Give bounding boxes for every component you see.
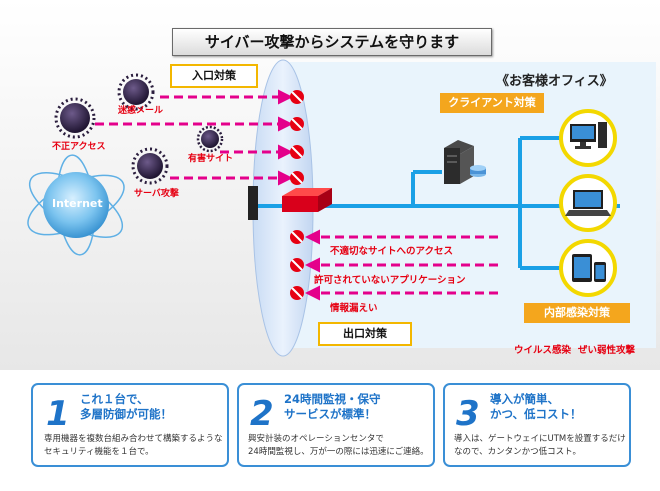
feature-card-3 (443, 383, 631, 467)
inbound-arrows (95, 89, 293, 186)
block-icon (290, 117, 304, 131)
card-2-number: 2 (250, 394, 274, 434)
card-1-heading: これ１台で、 多層防御が可能！ (80, 392, 172, 422)
server-icon (444, 140, 486, 184)
outbound-leak-label: 情報漏えい (330, 303, 378, 314)
card-2-body-line1: 興安計装のオペレーションセンタで (248, 434, 384, 444)
card-2-heading-line2: サービスが標準！ (284, 407, 376, 421)
feature-card-1 (31, 383, 229, 467)
office-label: 《お客様オフィス》 (496, 74, 613, 89)
gateway-device (248, 186, 258, 220)
feature-card-2 (237, 383, 435, 467)
card-2-heading: 24時間監視・保守 サービスが標準！ (284, 392, 381, 422)
block-icon (290, 90, 304, 104)
threat-harmful-site-label: 有害サイト (188, 154, 234, 164)
card-3-heading-line1: 導入が簡単、 (490, 392, 559, 406)
client-countermeasure-label: クライアント対策 (440, 93, 544, 113)
laptop-icon (565, 190, 611, 216)
virus-icon (131, 147, 169, 185)
block-icon (290, 258, 304, 272)
desktop-pc-icon (570, 122, 607, 149)
card-3-body-line1: 導入は、ゲートウェイにUTMを設置するだけ (454, 434, 626, 444)
card-3-body: 導入は、ゲートウェイにUTMを設置するだけ なので、カンタンかつ低コスト。 (454, 433, 626, 459)
card-1-number: 1 (46, 394, 70, 434)
virus-icon (196, 125, 224, 153)
outbound-bad-site-label: 不適切なサイトへのアクセス (330, 246, 454, 257)
outbound-arrows (305, 229, 498, 301)
outbound-app-label: 許可されていないアプリケーション (314, 275, 466, 286)
internet-label: Internet (52, 197, 103, 210)
card-1-heading-line1: これ１台で、 (80, 392, 149, 406)
card-3-heading: 導入が簡単、 かつ、低コスト！ (490, 392, 582, 422)
card-3-number: 3 (456, 394, 480, 434)
internal-infection-label: 内部感染対策 (524, 303, 630, 323)
entrance-countermeasure-label: 入口対策 (170, 64, 258, 88)
block-icon (290, 145, 304, 159)
threat-spam-label: 迷惑メール (118, 106, 164, 116)
threat-server-attack-label: サーバ攻撃 (134, 189, 179, 199)
internal-virus-label: ウイルス感染 (514, 345, 572, 356)
card-2-body: 興安計装のオペレーションセンタで 24時間監視し、万が一の際には迅速にご連絡。 (248, 433, 429, 459)
internet-globe-icon (27, 154, 125, 256)
exit-countermeasure-label: 出口対策 (318, 322, 412, 346)
card-1-body-line2: セキュリティ機能を１台で。 (44, 447, 154, 457)
card-1-heading-line2: 多層防御が可能！ (80, 407, 172, 421)
card-1-body-line1: 専用機器を複数台組み合わせて構築するような (44, 434, 223, 444)
virus-icon (54, 97, 96, 139)
card-2-heading-line1: 24時間監視・保守 (284, 392, 381, 406)
card-2-body-line2: 24時間監視し、万が一の際には迅速にご連絡。 (248, 447, 429, 457)
mobile-devices-icon (572, 254, 606, 282)
card-3-heading-line2: かつ、低コスト！ (490, 407, 582, 421)
page-title: サイバー攻撃からシステムを守ります (172, 28, 492, 56)
virus-icon (117, 73, 155, 111)
threat-unauthorized-label: 不正アクセス (52, 142, 106, 152)
utm-appliance (282, 188, 332, 212)
internal-vulnerability-label: ぜい弱性攻撃 (578, 345, 636, 356)
card-3-body-line2: なので、カンタンかつ低コスト。 (454, 447, 581, 457)
block-icon (290, 286, 304, 300)
block-icon (290, 171, 304, 185)
card-1-body: 専用機器を複数台組み合わせて構築するような セキュリティ機能を１台で。 (44, 433, 223, 459)
block-icon (290, 230, 304, 244)
